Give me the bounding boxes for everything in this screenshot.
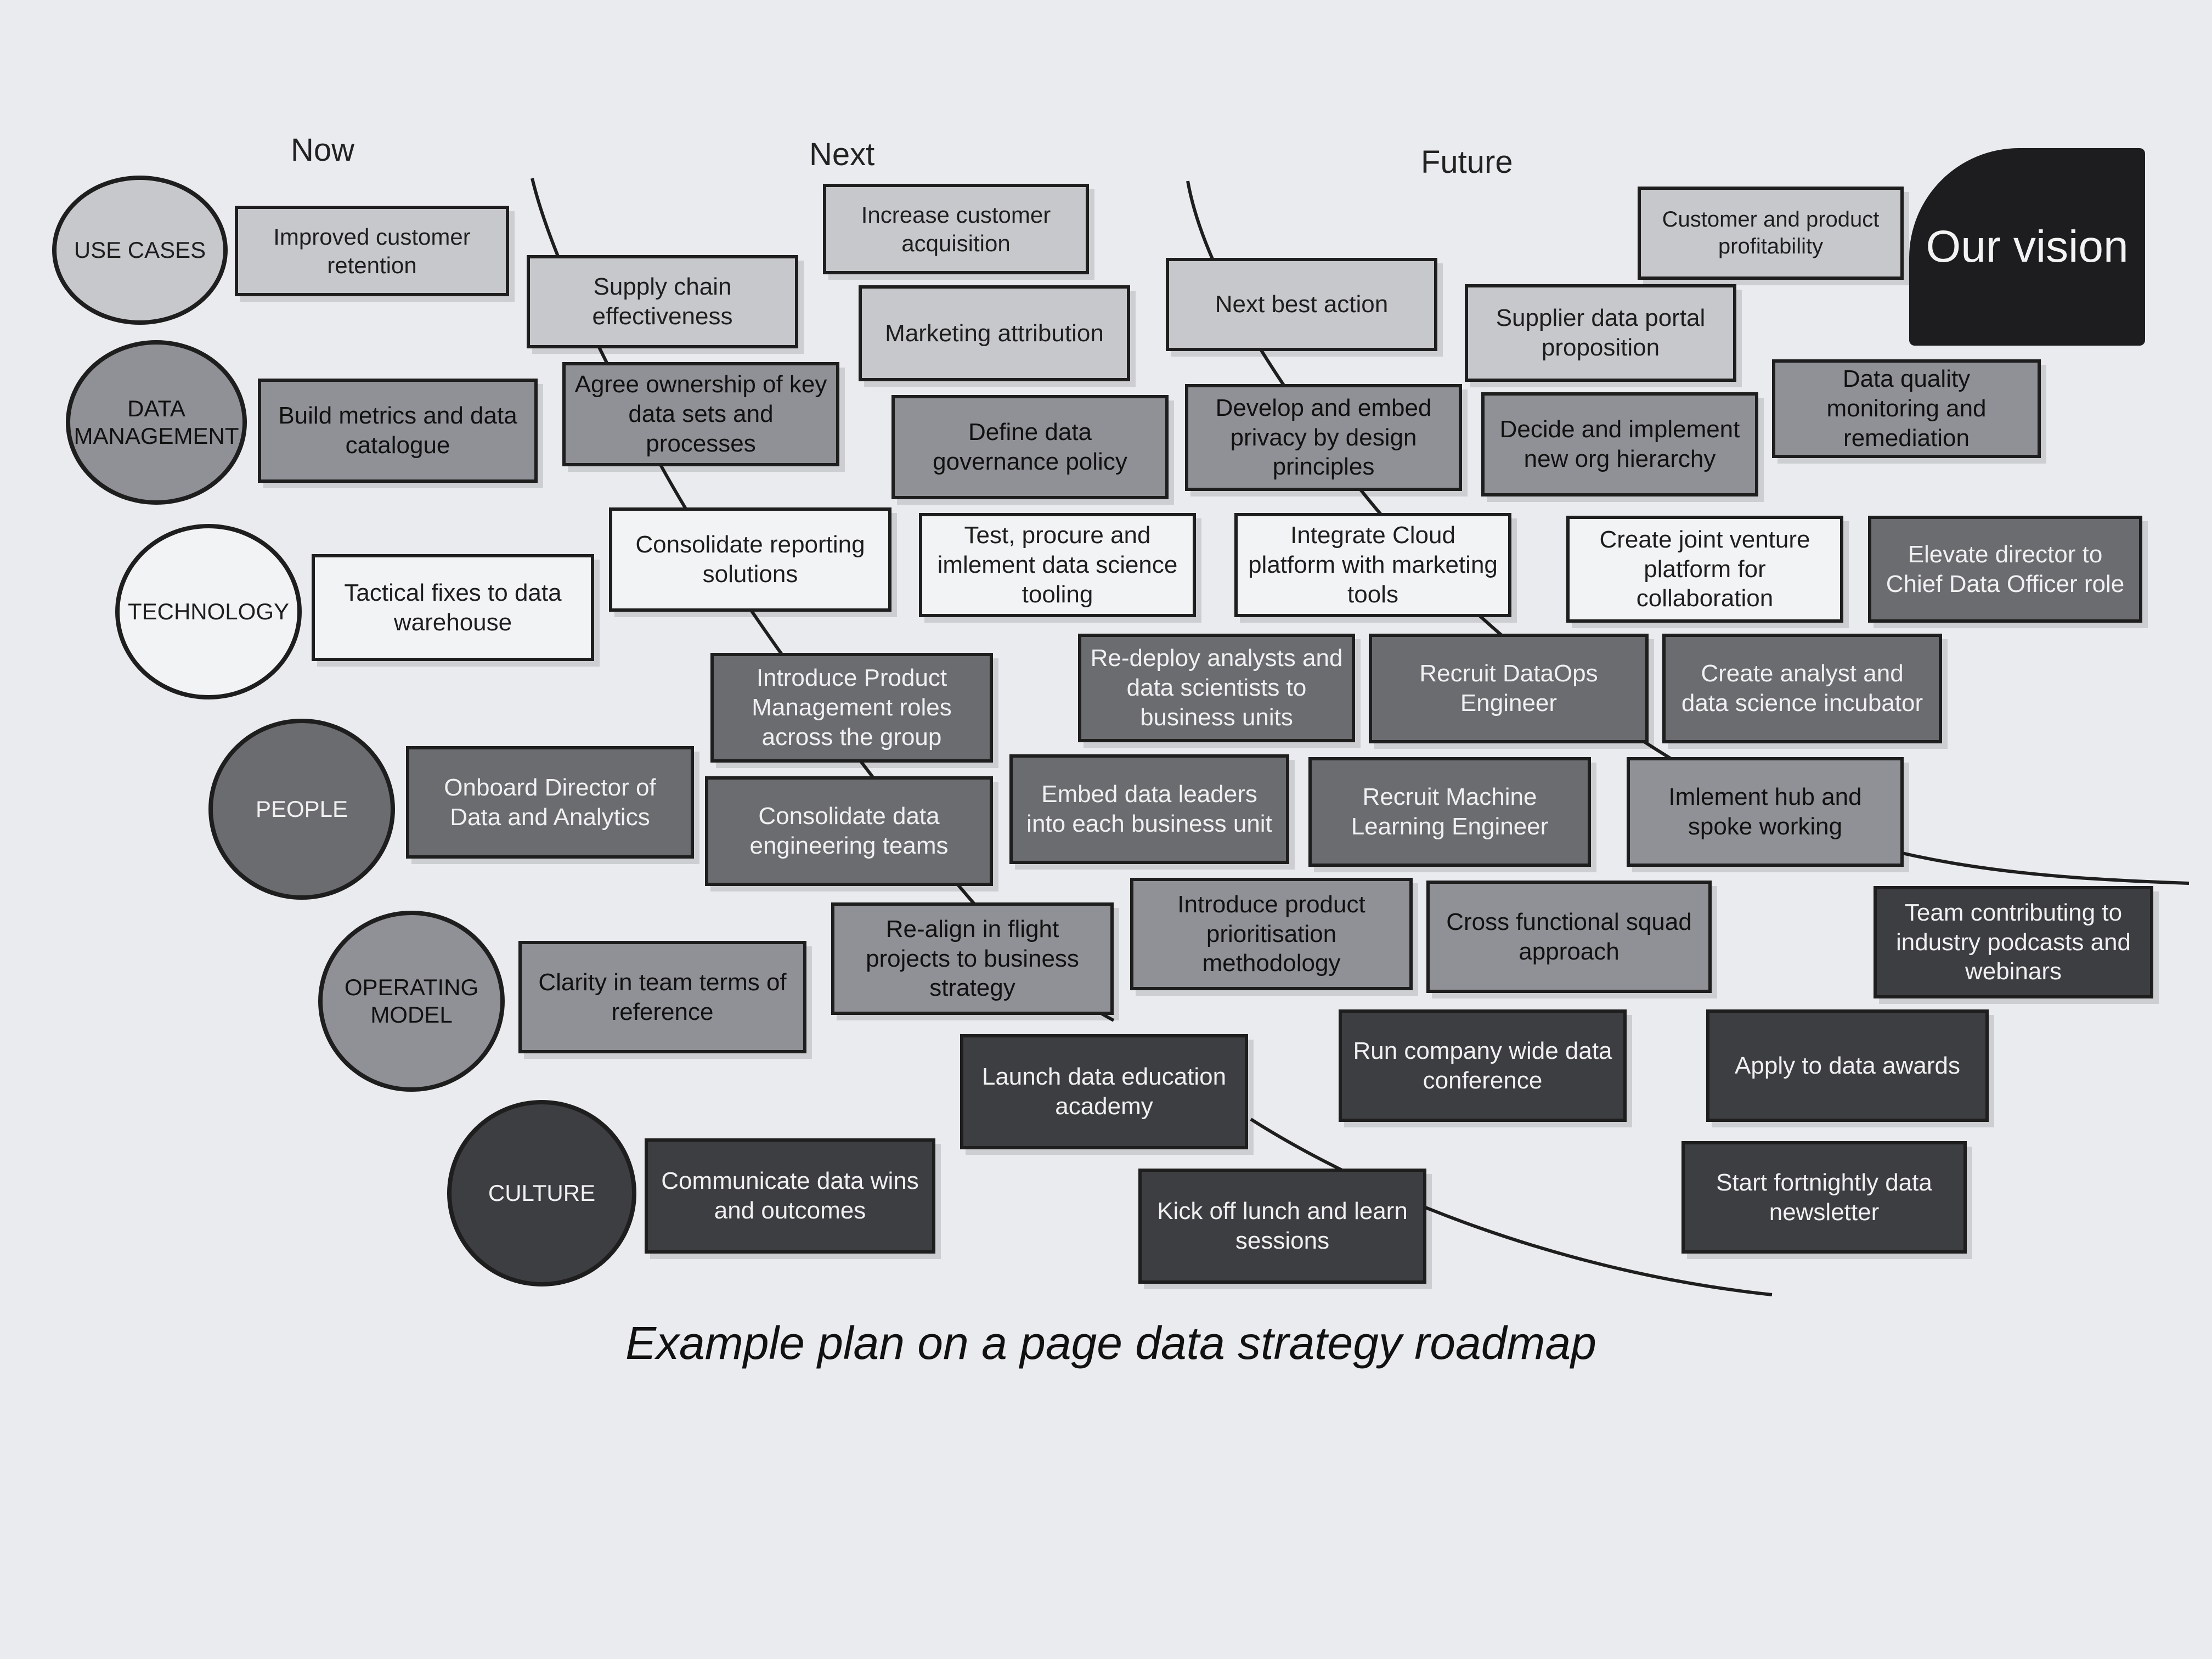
item-realign-projects: Re-align in flight projects to business … — [831, 902, 1114, 1015]
item-onboard-director: Onboard Director of Data and Analytics — [406, 746, 694, 859]
category-data-management: DATA MANAGEMENT — [66, 340, 247, 505]
item-consolidate-engineering: Consolidate data engineering teams — [705, 776, 993, 886]
item-company-conference: Run company wide data conference — [1339, 1009, 1627, 1122]
item-analyst-incubator: Create analyst and data science incubato… — [1662, 634, 1942, 743]
culture-divider-curve — [1250, 1118, 1773, 1296]
item-cross-functional: Cross functional squad approach — [1426, 881, 1712, 993]
item-marketing-attribution: Marketing attribution — [859, 285, 1130, 381]
item-test-procure: Test, procure and imlement data science … — [919, 513, 1196, 617]
item-privacy-by-design: Develop and embed privacy by design prin… — [1185, 384, 1462, 491]
item-increase-customer-acquisition: Increase customer acquisition — [823, 184, 1089, 274]
category-operating-model: OPERATING MODEL — [318, 911, 505, 1092]
item-newsletter: Start fortnightly data newsletter — [1681, 1141, 1967, 1254]
item-prioritisation: Introduce product prioritisation methodo… — [1130, 878, 1413, 990]
header-now: Now — [291, 132, 355, 168]
category-use-cases: USE CASES — [52, 176, 228, 325]
item-data-quality: Data quality monitoring and remediation — [1772, 359, 2041, 458]
item-data-awards: Apply to data awards — [1706, 1009, 1989, 1122]
item-redeploy-analysts: Re-deploy analysts and data scientists t… — [1078, 634, 1355, 742]
item-hub-spoke: Imlement hub and spoke working — [1627, 757, 1904, 867]
category-culture: CULTURE — [447, 1100, 636, 1286]
vision-badge: Our vision — [1909, 148, 2145, 346]
item-clarity-team: Clarity in team terms of reference — [518, 941, 806, 1053]
item-supplier-data-portal: Supplier data portal proposition — [1465, 284, 1736, 382]
item-elevate-director: Elevate director to Chief Data Officer r… — [1868, 516, 2142, 623]
item-build-metrics: Build metrics and data catalogue — [258, 379, 538, 483]
item-podcasts: Team contributing to industry podcasts a… — [1874, 886, 2153, 998]
item-lunch-learn: Kick off lunch and learn sessions — [1138, 1169, 1426, 1284]
category-technology: TECHNOLOGY — [115, 524, 302, 699]
item-consolidate-reporting: Consolidate reporting solutions — [609, 507, 891, 612]
item-supply-chain-effectiveness: Supply chain effectiveness — [527, 255, 798, 348]
header-future: Future — [1421, 144, 1513, 180]
item-agree-ownership: Agree ownership of key data sets and pro… — [562, 362, 839, 466]
item-org-hierarchy: Decide and implement new org hierarchy — [1481, 392, 1758, 496]
item-improved-customer-retention: Improved customer retention — [235, 206, 509, 296]
item-introduce-pm-roles: Introduce Product Management roles acros… — [710, 653, 993, 763]
item-customer-product-profitability: Customer and product profitability — [1638, 187, 1904, 280]
item-tactical-fixes: Tactical fixes to data warehouse — [312, 554, 594, 661]
figure-caption: Example plan on a page data strategy roa… — [625, 1317, 1596, 1369]
header-next: Next — [809, 137, 875, 172]
item-recruit-dataops: Recruit DataOps Engineer — [1369, 634, 1649, 743]
item-define-governance: Define data governance policy — [891, 395, 1169, 499]
item-joint-venture: Create joint venture platform for collab… — [1566, 516, 1843, 623]
item-embed-leaders: Embed data leaders into each business un… — [1009, 754, 1289, 864]
item-communicate-wins: Communicate data wins and outcomes — [645, 1138, 935, 1254]
item-integrate-cloud: Integrate Cloud platform with marketing … — [1234, 513, 1511, 617]
item-next-best-action: Next best action — [1166, 258, 1437, 351]
item-recruit-ml: Recruit Machine Learning Engineer — [1308, 757, 1591, 867]
item-launch-academy: Launch data education academy — [960, 1034, 1248, 1149]
category-people: PEOPLE — [208, 719, 395, 900]
